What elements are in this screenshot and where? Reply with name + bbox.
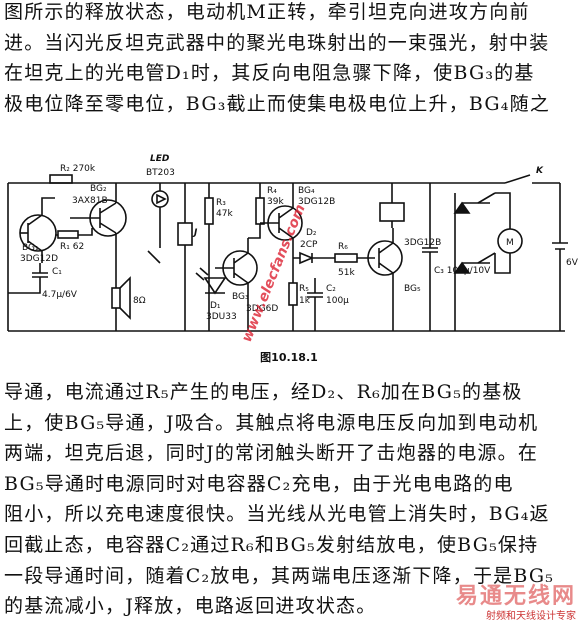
label-r4-val: 39k [267,197,284,207]
label-motor: M [506,238,514,248]
text-line: 在坦克上的光电管D₁时，其反向电阻急骤下降，使BG₃的基 [4,62,535,85]
text-line: 上，使BG₅导通，J吸合。其触点将电源电压反向加到电动机 [4,411,539,434]
label-bg4: BG₄ [298,186,315,196]
label-bg4-part: 3DG12B [298,197,335,207]
figure-caption: 图10.18.1 [260,351,318,364]
label-switch: K [536,166,544,176]
label-c1-val: 4.7μ/6V [42,290,78,300]
label-bg3-part: 3DG6D [246,304,278,314]
label-r5: R₅ [299,284,309,294]
label-r1: R₁ 62 [60,242,84,252]
label-bg2-part: 3AX81B [72,196,108,206]
label-r5-val: 1k [299,296,311,306]
label-c2: C₂ [326,284,336,294]
text-line: 的基流减小，J释放，电路返回进攻状态。 [4,595,377,618]
label-bg1: BG₁ [22,243,39,253]
label-c3: C₃ 100μ/10V [434,266,491,276]
corner-watermark: 易通无线网 射频和天线设计专家 [426,584,576,624]
text-line: 阻小，所以充电速度很快。当光线从光电管上消失时，BG₄返 [4,503,550,526]
label-led-part: BT203 [146,168,175,178]
label-r3: R₃ [216,198,226,208]
label-j: J [192,228,198,238]
label-bg3: BG₃ [232,292,249,302]
label-d1-part: 3DU33 [206,312,237,322]
label-d1: D₁ [210,301,221,311]
paragraph-top: 图所示的释放状态，电动机M正转，牵引坦克向进攻方向前 进。当闪光反坦克武器中的聚… [4,0,576,119]
label-speaker: 8Ω [133,296,146,306]
circuit-diagram: R₂ 270k BG₂ 3AX81B BG₁ 3DG12D R₁ 62 C₁ 4… [7,154,578,344]
text-line: 一段导通时间，随着C₂放电，其两端电压逐渐下降，于是BG₅ [4,564,555,587]
label-bg5: BG₅ [404,284,421,294]
label-bg5-part: 3DG12B [404,238,441,248]
label-r3-val: 47k [216,209,233,219]
watermark-brand: 易通无线网 [455,584,576,609]
label-r6-val: 51k [338,268,355,278]
label-led: LED [150,154,170,164]
label-r4: R₄ [267,186,277,196]
label-c1: C₁ [52,267,62,277]
text-line: 极电位降至零电位，BG₃截止而使集电极电位上升，BG₄随之 [4,92,551,115]
diagram-labels: R₂ 270k BG₂ 3AX81B BG₁ 3DG12D R₁ 62 C₁ 4… [20,154,578,322]
text-line: 进。当闪光反坦克武器中的聚光电珠射出的一束强光，射中装 [4,31,550,54]
text-line: 图所示的释放状态，电动机M正转，牵引坦克向进攻方向前 [4,1,530,23]
label-r2: R₂ 270k [60,164,96,174]
paragraph-bottom: 导通，电流通过R₅产生的电压，经D₂、R₆加在BG₅的基极 上，使BG₅导通，J… [4,377,576,622]
label-d2: D₂ [306,228,317,238]
text-line: 回截止态，电容器C₂通过R₆和BG₅发射结放电，使BG₅保持 [4,533,539,556]
label-d2-part: 2CP [300,240,318,250]
label-r6: R₆ [338,242,348,252]
label-battery: 6V [566,258,578,268]
watermark-slogan: 射频和天线设计专家 [486,611,576,622]
label-bg1-part: 3DG12D [20,254,58,264]
text-line: BG₅导通时电源同时对电容器C₂充电，由于光电电路的电 [4,472,514,495]
label-c2-val: 100μ [326,296,349,306]
text-line: 两端，坦克后退，同时J的常闭触头断开了击炮器的电源。在 [4,442,539,465]
label-bg2: BG₂ [90,184,107,194]
text-line: 导通，电流通过R₅产生的电压，经D₂、R₆加在BG₅的基极 [4,381,523,403]
